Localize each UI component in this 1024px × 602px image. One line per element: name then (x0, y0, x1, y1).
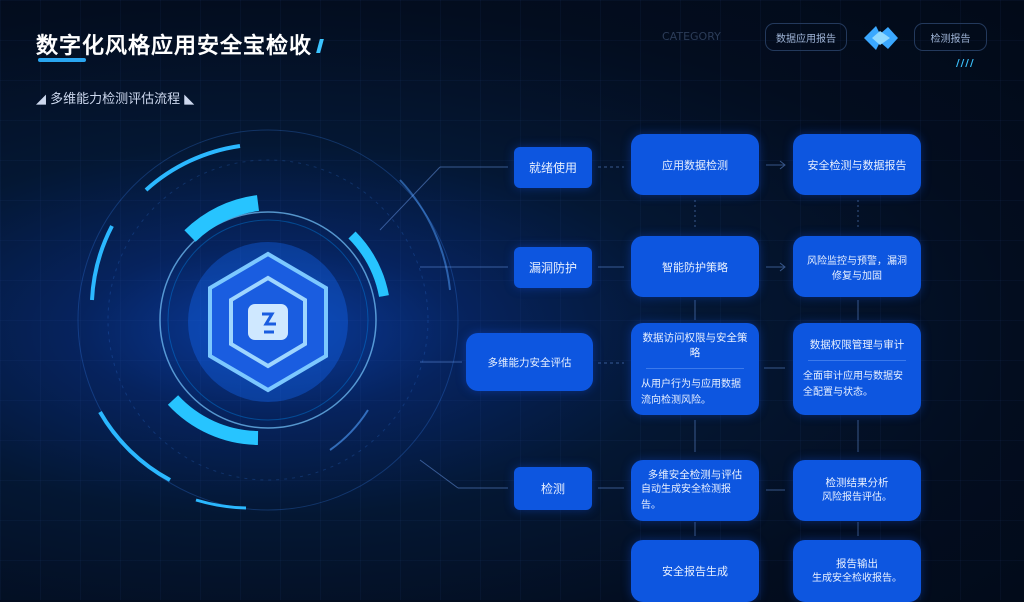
flow-right-step-2[interactable]: 风险监控与预警，漏洞修复与加固 (793, 236, 921, 297)
step-title: 报告输出 (836, 557, 878, 570)
step-title: 多维安全检测与评估 (647, 469, 743, 481)
step-description: 风险报告评估。 (822, 492, 892, 503)
step-description: 从用户行为与应用数据流向检测风险。 (641, 378, 741, 406)
category-label: CATEGORY (662, 30, 721, 43)
flow-left-step-4[interactable]: 检测 (514, 467, 592, 510)
page-subtitle: ◢ 多维能力检测评估流程 ◣ (36, 92, 195, 107)
flow-middle-step-3[interactable]: 数据访问权限与安全策略 从用户行为与应用数据流向检测风险。 (631, 323, 759, 415)
detection-report-button[interactable]: 检测报告 (914, 23, 987, 51)
shield-icon (188, 242, 348, 402)
report-button[interactable]: 数据应用报告 (765, 23, 847, 51)
title-underline (38, 58, 86, 62)
emblem-rings (77, 129, 459, 511)
flow-middle-step-5[interactable]: 安全报告生成 (631, 540, 759, 602)
flow-right-step-5[interactable]: 报告输出 生成安全检收报告。 (793, 540, 921, 602)
flow-middle-step-1[interactable]: 应用数据检测 (631, 134, 759, 195)
flow-middle-step-4[interactable]: 多维安全检测与评估 自动生成安全检测报告。 (631, 460, 759, 521)
title-text: 数字化风格应用安全宝检收 (36, 34, 313, 59)
flow-right-step-1[interactable]: 安全检测与数据报告 (793, 134, 921, 195)
brand-logo-icon (864, 26, 898, 50)
flow-middle-step-2[interactable]: 智能防护策略 (631, 236, 759, 297)
divider (808, 360, 906, 361)
step-title: 检测结果分析 (825, 477, 889, 489)
flow-left-step-1[interactable]: 就绪使用 (514, 147, 592, 188)
step-title: 数据权限管理与审计 (809, 339, 905, 351)
flow-left-step-2[interactable]: 漏洞防护 (514, 247, 592, 288)
flow-left-step-3[interactable]: 多维能力安全评估 (466, 333, 593, 391)
step-title: 数据访问权限与安全策略 (642, 331, 748, 359)
connector-lines (379, 160, 859, 536)
step-description: 自动生成安全检测报告。 (641, 484, 731, 511)
step-description: 全面审计应用与数据安全配置与状态。 (803, 371, 903, 398)
page-title: 数字化风格应用安全宝检收 (36, 28, 324, 60)
decor-stripes: //// (956, 58, 975, 69)
step-description: 生成安全检收报告。 (812, 572, 902, 584)
flow-right-step-4[interactable]: 检测结果分析 风险报告评估。 (793, 460, 921, 521)
divider (646, 367, 744, 369)
flow-right-step-3[interactable]: 数据权限管理与审计 全面审计应用与数据安全配置与状态。 (793, 323, 921, 415)
